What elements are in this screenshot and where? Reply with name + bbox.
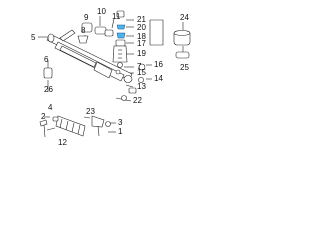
callout-1: 1 — [118, 127, 123, 136]
callout-5: 5 — [31, 33, 36, 42]
callout-19: 19 — [137, 49, 146, 58]
pinion-assembly — [112, 10, 128, 75]
callout-9: 9 — [84, 13, 89, 22]
callout-13: 13 — [137, 82, 146, 91]
callout-23: 23 — [86, 107, 95, 116]
top-parts — [77, 22, 114, 44]
callout-4: 4 — [48, 103, 53, 112]
callout-16: 16 — [154, 60, 163, 69]
callout-2: 2 — [41, 112, 46, 121]
callout-labels: 5 6 9 10 11 8 21 20 18 17 19 7 15 16 14 … — [31, 7, 189, 147]
callout-22: 22 — [133, 96, 142, 105]
callout-24: 24 — [180, 13, 189, 22]
callout-10: 10 — [97, 7, 106, 16]
callout-3: 3 — [118, 118, 123, 127]
callout-17: 17 — [137, 39, 146, 48]
lower-left-parts — [39, 67, 111, 138]
part-20-highlight — [116, 24, 126, 30]
callout-21: 21 — [137, 15, 146, 24]
right-parts — [121, 63, 146, 101]
parts-diagram: 5 6 9 10 11 8 21 20 18 17 19 7 15 16 14 … — [31, 7, 191, 147]
callout-15: 15 — [137, 68, 146, 77]
callout-11: 11 — [112, 12, 121, 21]
callout-6: 6 — [44, 55, 49, 64]
upper-right-parts — [149, 19, 191, 59]
callout-8: 8 — [81, 26, 86, 35]
part-18-highlight — [116, 32, 126, 39]
callout-18: 18 — [137, 32, 146, 41]
callout-20: 20 — [137, 23, 146, 32]
callout-25: 25 — [180, 63, 189, 72]
callout-7: 7 — [137, 62, 142, 71]
steering-rack — [46, 29, 133, 83]
callout-14: 14 — [154, 74, 163, 83]
callout-26: 26 — [44, 85, 53, 94]
callout-12: 12 — [58, 138, 67, 147]
